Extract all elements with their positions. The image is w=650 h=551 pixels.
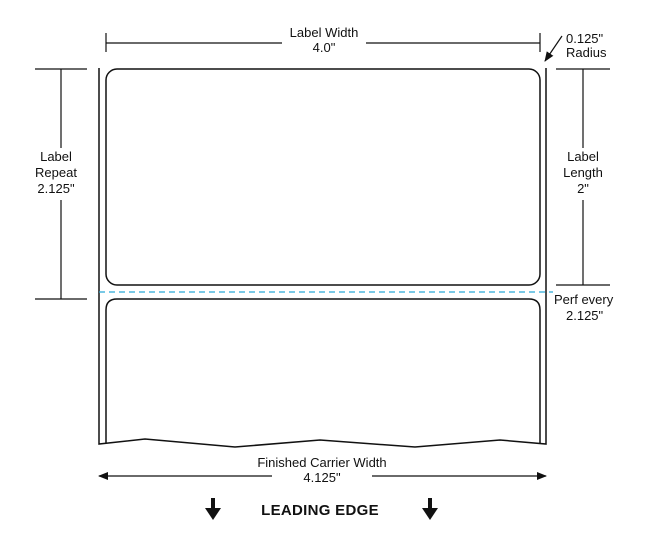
radius-pointer (544, 35, 563, 62)
label-length-line1: Label (567, 149, 599, 164)
label-width-value: 4.0" (312, 40, 336, 55)
label-width-title: Label Width (289, 25, 359, 40)
down-arrow-icon-right (422, 498, 438, 520)
down-arrow-icon-left (205, 498, 221, 520)
label-repeat-line1: Label (40, 149, 72, 164)
carrier-width-value: 4.125" (272, 470, 372, 485)
label-top (105, 68, 541, 286)
carrier-width-title: Finished Carrier Width (257, 455, 387, 470)
radius-value: 0.125" (566, 31, 604, 46)
carrier-outline (98, 68, 547, 448)
label-length-value: 2" (577, 181, 589, 196)
leading-edge-title: LEADING EDGE (261, 502, 379, 519)
label-repeat-value: 2.125" (37, 181, 75, 196)
perf-value: 2.125" (566, 308, 604, 323)
radius-title: Radius (566, 45, 607, 60)
label-bottom (105, 298, 541, 443)
perf-title: Perf every (554, 292, 614, 307)
label-repeat-line2: Repeat (35, 165, 77, 180)
label-length-line2: Length (563, 165, 603, 180)
